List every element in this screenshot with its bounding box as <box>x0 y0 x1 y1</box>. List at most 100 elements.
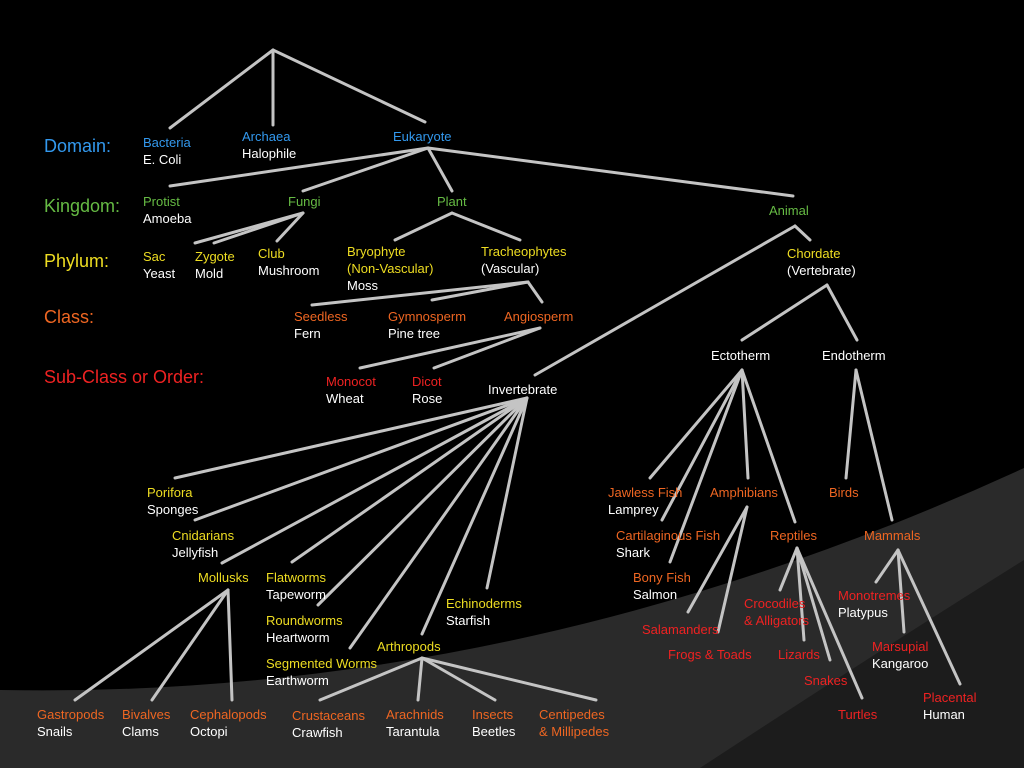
node-name: Tracheophytes <box>481 244 567 259</box>
node-dicot: Dicot Rose <box>412 373 442 407</box>
node-example: Fern <box>294 326 321 341</box>
node-name: Endotherm <box>822 348 886 363</box>
node-name: Mammals <box>864 528 921 543</box>
rank-label-phylum: Phylum: <box>44 251 110 271</box>
node-example: Mold <box>195 266 224 281</box>
node-example: Kangaroo <box>872 656 929 671</box>
node-name: Lizards <box>778 647 820 662</box>
node-name: Fungi <box>288 194 321 209</box>
node-arthropods: Arthropods <box>377 638 441 655</box>
node-ectotherm: Ectotherm <box>711 347 770 364</box>
node-arachnids: Arachnids Tarantula <box>386 706 444 740</box>
connector-line <box>212 211 305 245</box>
node-name: Insects <box>472 707 514 722</box>
node-segmented-worms: Segmented Worms Earthworm <box>266 655 377 689</box>
node-name: Gymnosperm <box>388 309 467 324</box>
connector-line <box>533 224 797 377</box>
connector-line <box>432 326 542 370</box>
connector-line <box>740 368 750 480</box>
node-name: Cnidarians <box>172 528 235 543</box>
node-bacteria: Bacteria E. Coli <box>143 134 191 168</box>
node-example: Jellyfish <box>172 545 219 560</box>
node-name-line2: (Non-Vascular) <box>347 261 434 276</box>
node-jawless-fish: Jawless Fish Lamprey <box>608 484 682 518</box>
node-name: Centipedes <box>539 707 605 722</box>
node-monocot: Monocot Wheat <box>326 373 376 407</box>
node-name: Sac <box>143 249 166 264</box>
node-name: Chordate <box>787 246 841 261</box>
node-name: Protist <box>143 194 180 209</box>
connector-line <box>450 211 522 242</box>
node-echinoderms: Echinoderms Starfish <box>446 595 522 629</box>
node-cnidarians: Cnidarians Jellyfish <box>172 527 234 561</box>
connector-line <box>485 396 529 590</box>
node-name-line2: & Alligators <box>744 613 810 628</box>
connector-line <box>740 368 797 524</box>
node-name: Plant <box>437 194 467 209</box>
node-name: Frogs & Toads <box>668 647 752 662</box>
node-example: Shark <box>616 545 650 560</box>
node-name: Flatworms <box>266 570 326 585</box>
connector-line <box>318 656 424 702</box>
connector-line <box>358 326 542 370</box>
node-name: Echinoderms <box>446 596 522 611</box>
node-name: Arachnids <box>386 707 444 722</box>
connector-line <box>795 546 832 662</box>
node-name: Snakes <box>804 673 848 688</box>
node-name: Invertebrate <box>488 382 558 397</box>
rank-label-order: Sub-Class or Order: <box>44 367 205 387</box>
node-example: Pine tree <box>388 326 441 341</box>
node-example: Starfish <box>446 613 491 628</box>
connector-line <box>193 396 529 522</box>
node-name: Crustaceans <box>292 708 365 723</box>
connector-line <box>778 546 799 592</box>
node-reptiles: Reptiles <box>770 527 817 544</box>
node-example: Sponges <box>147 502 199 517</box>
connector-line <box>686 505 749 614</box>
connector-line <box>896 548 906 634</box>
node-name: Marsupial <box>872 639 929 654</box>
node-example: Tarantula <box>386 724 440 739</box>
node-name: Bacteria <box>143 135 191 150</box>
connector-line <box>416 656 424 702</box>
node-name: Birds <box>829 485 859 500</box>
node-tracheophytes: Tracheophytes (Vascular) <box>481 243 567 277</box>
connector-line <box>226 588 234 702</box>
connector-line <box>310 280 530 307</box>
connector-line <box>168 48 275 130</box>
connector-line <box>795 546 806 642</box>
node-example: (Vascular) <box>481 261 540 276</box>
connector-line <box>430 280 530 302</box>
node-name: Arthropods <box>377 639 441 654</box>
node-name: Roundworms <box>266 613 343 628</box>
node-example: Beetles <box>472 724 516 739</box>
node-crustaceans: Crustaceans Crawfish <box>292 707 365 741</box>
node-example: Mushroom <box>258 263 320 278</box>
node-amphibians: Amphibians <box>710 484 778 501</box>
connector-line <box>660 368 744 522</box>
node-example: Yeast <box>143 266 176 281</box>
node-porifora: Porifora Sponges <box>147 484 198 518</box>
connector-line <box>793 224 812 242</box>
node-name: Club <box>258 246 285 261</box>
connector-line <box>716 505 749 634</box>
node-example: Amoeba <box>143 211 192 226</box>
node-example: Snails <box>37 724 73 739</box>
connector-line <box>420 396 529 636</box>
connector-line <box>316 396 529 607</box>
connector-line <box>348 396 529 650</box>
node-name: Jawless Fish <box>608 485 683 500</box>
node-example: Lamprey <box>608 502 659 517</box>
node-name: Ectotherm <box>711 348 771 363</box>
node-gymnosperm: Gymnosperm Pine tree <box>388 308 466 342</box>
connector-line <box>426 146 795 198</box>
connector-line <box>648 368 744 480</box>
node-bony-fish: Bony Fish Salmon <box>633 569 691 603</box>
node-club: Club Mushroom <box>258 245 319 279</box>
node-example: Salmon <box>633 587 678 602</box>
node-name: Placental <box>923 690 977 705</box>
node-example: Wheat <box>326 391 364 406</box>
node-name: Gastropods <box>37 707 105 722</box>
node-name: Segmented Worms <box>266 656 378 671</box>
